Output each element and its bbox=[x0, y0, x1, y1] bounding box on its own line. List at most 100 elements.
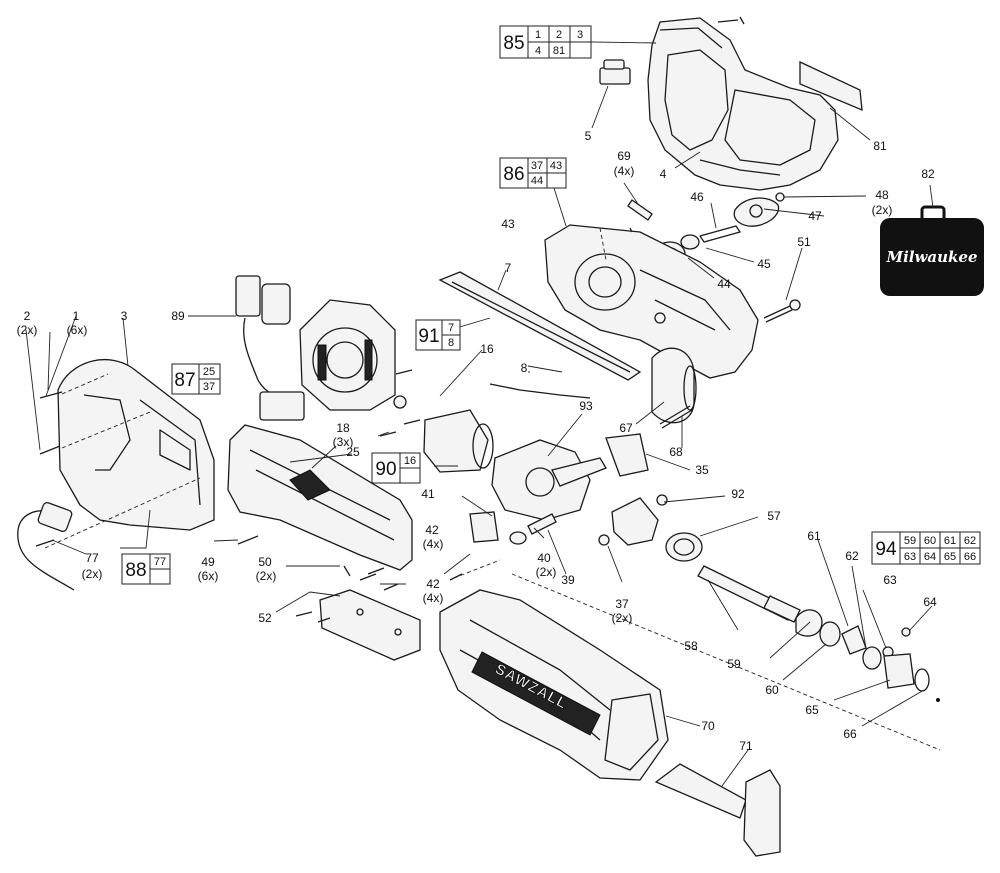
housing-half-part-4 bbox=[647, 17, 839, 191]
callout-77-qty: (2x) bbox=[82, 567, 103, 581]
gear-part-93 bbox=[491, 439, 607, 521]
callout-18-qty: (3x) bbox=[333, 435, 354, 449]
callout-2-qty: (2x) bbox=[17, 323, 38, 337]
small-parts-39-41 bbox=[469, 511, 557, 545]
kit-part: 4 bbox=[535, 45, 541, 57]
kit-85: 85 1 2 3 4 81 bbox=[499, 25, 592, 59]
kit-part: 43 bbox=[550, 160, 562, 172]
callout-57: 57 bbox=[767, 509, 781, 523]
callout-4: 4 bbox=[660, 167, 667, 181]
kit-94: 94 59 60 61 62 63 64 65 66 bbox=[871, 531, 981, 565]
callout-68: 68 bbox=[669, 445, 683, 459]
callout-71: 71 bbox=[739, 739, 753, 753]
callout-47: 47 bbox=[808, 209, 822, 223]
callout-64: 64 bbox=[923, 595, 937, 609]
kit-part: 63 bbox=[904, 551, 916, 563]
callout-49: 49 bbox=[201, 555, 215, 569]
callout-51: 51 bbox=[797, 235, 811, 249]
kit-number: 88 bbox=[125, 560, 146, 581]
callout-37: 37 bbox=[615, 597, 629, 611]
shoe-part-71 bbox=[654, 763, 781, 857]
callout-35: 35 bbox=[695, 463, 709, 477]
gear-case-part-43 bbox=[544, 224, 759, 379]
callout-42b-qty: (4x) bbox=[423, 591, 444, 605]
kit-88: 88 77 bbox=[121, 553, 171, 585]
callout-42a: 42 bbox=[425, 523, 439, 537]
handle-part-25 bbox=[227, 424, 413, 571]
spring-part-68 bbox=[659, 405, 693, 429]
kit-part: 64 bbox=[924, 551, 936, 563]
kit-90: 90 16 bbox=[371, 452, 421, 484]
callout-25: 25 bbox=[346, 445, 360, 459]
callout-82: 82 bbox=[921, 167, 935, 181]
callout-41: 41 bbox=[421, 487, 435, 501]
wire-part-8 bbox=[489, 383, 591, 399]
callout-3: 3 bbox=[121, 309, 128, 323]
screw-top bbox=[717, 16, 745, 25]
callout-63: 63 bbox=[883, 573, 897, 587]
cable-part-77 bbox=[17, 502, 75, 591]
spring-part-51 bbox=[763, 299, 801, 323]
kit-part: 77 bbox=[154, 556, 166, 568]
label-part-81 bbox=[799, 60, 863, 112]
crank-part-92 bbox=[598, 494, 703, 562]
callout-50-qty: (2x) bbox=[256, 569, 277, 583]
carrying-case-part-82: Milwaukee bbox=[880, 205, 984, 296]
callout-60: 60 bbox=[765, 683, 779, 697]
switch-part-5 bbox=[599, 59, 631, 85]
kit-part: 61 bbox=[944, 535, 956, 547]
callout-50: 50 bbox=[258, 555, 272, 569]
leader-lines bbox=[25, 40, 934, 787]
callout-44: 44 bbox=[717, 277, 731, 291]
kit-part: 62 bbox=[964, 535, 976, 547]
callout-8: 8 bbox=[521, 361, 528, 375]
callout-45: 45 bbox=[757, 257, 771, 271]
callout-48: 48 bbox=[875, 188, 889, 202]
handle-part-3 bbox=[57, 358, 215, 531]
callout-92: 92 bbox=[731, 487, 745, 501]
callout-42a-qty: (4x) bbox=[423, 537, 444, 551]
kit-part: 65 bbox=[944, 551, 956, 563]
callout-40-qty: (2x) bbox=[536, 565, 557, 579]
kit-number: 87 bbox=[174, 370, 195, 391]
callout-59: 59 bbox=[727, 657, 741, 671]
callout-66: 66 bbox=[843, 727, 857, 741]
kit-number: 86 bbox=[503, 164, 524, 185]
screws-part-18 bbox=[379, 369, 421, 437]
sleeve-part-67 bbox=[651, 347, 697, 424]
motor-stator bbox=[299, 299, 396, 411]
blade-clamp-parts bbox=[795, 609, 940, 702]
callout-65: 65 bbox=[805, 703, 819, 717]
callouts: 1 (6x) 2 (2x) 3 4 5 7 8 16 18 (3x) 25 35… bbox=[17, 129, 937, 753]
front-housing-part-70: SAWZALL bbox=[439, 589, 669, 781]
callout-93: 93 bbox=[579, 399, 593, 413]
kit-part: 25 bbox=[203, 366, 215, 378]
case-brand-text: Milwaukee bbox=[885, 248, 977, 266]
kit-part: 7 bbox=[448, 322, 454, 334]
callout-2: 2 bbox=[24, 309, 31, 323]
kit-part: 1 bbox=[535, 29, 541, 41]
callout-61: 61 bbox=[807, 529, 821, 543]
kit-part: 2 bbox=[556, 29, 562, 41]
kit-part: 44 bbox=[531, 175, 543, 187]
rail-part-7 bbox=[438, 271, 642, 381]
kit-number: 90 bbox=[375, 459, 396, 480]
callout-81: 81 bbox=[873, 139, 887, 153]
kit-86: 86 37 43 44 bbox=[499, 157, 567, 189]
callout-48-qty: (2x) bbox=[872, 203, 893, 217]
kit-part: 59 bbox=[904, 535, 916, 547]
callout-1-qty: (6x) bbox=[67, 323, 88, 337]
alignment-lines bbox=[44, 227, 941, 751]
bracket-part-35 bbox=[605, 433, 649, 477]
callout-69-qty: (4x) bbox=[614, 164, 635, 178]
rotor bbox=[393, 395, 494, 473]
kit-part: 3 bbox=[577, 29, 583, 41]
callout-39: 39 bbox=[561, 573, 575, 587]
callout-16: 16 bbox=[480, 342, 494, 356]
kit-87: 87 25 37 bbox=[171, 363, 221, 395]
callout-1: 1 bbox=[73, 309, 80, 323]
kit-part: 66 bbox=[964, 551, 976, 563]
kit-part: 60 bbox=[924, 535, 936, 547]
kit-91: 91 7 8 bbox=[415, 319, 461, 351]
callout-58: 58 bbox=[684, 639, 698, 653]
